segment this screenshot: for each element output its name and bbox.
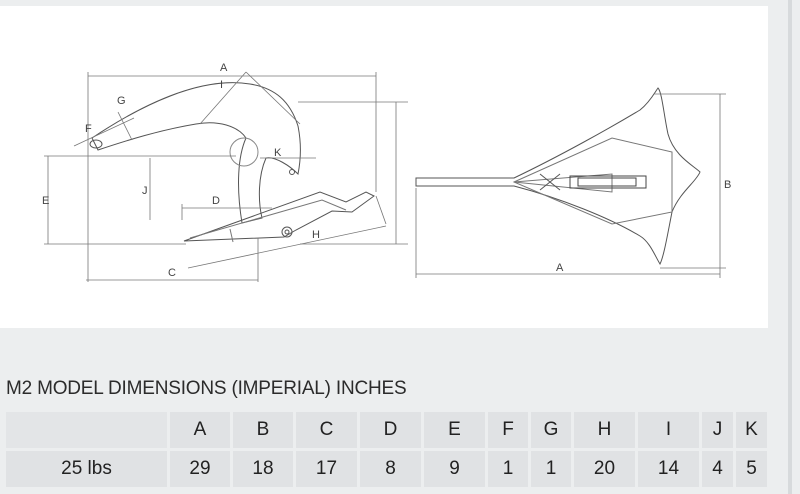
drawing-panel: A I G F K J E D H C A B bbox=[0, 6, 768, 328]
table-header-row: A B C D E F G H I J K bbox=[6, 412, 767, 448]
cell-J: 4 bbox=[702, 451, 733, 487]
label-I: I bbox=[220, 79, 223, 91]
header-cell-C: C bbox=[296, 412, 357, 448]
row-model-weight: 25 lbs bbox=[6, 451, 167, 487]
shank-hole bbox=[89, 139, 103, 149]
label-G: G bbox=[117, 95, 126, 107]
label-F: F bbox=[85, 123, 92, 135]
dimensions-table: A B C D E F G H I J K 25 lbs 29 18 17 8 … bbox=[3, 409, 770, 490]
header-cell-empty bbox=[6, 412, 167, 448]
label-A: A bbox=[220, 62, 228, 74]
label-K: K bbox=[274, 147, 282, 159]
dimensions-title: M2 MODEL DIMENSIONS (IMPERIAL) INCHES bbox=[6, 378, 407, 399]
anchor-fluke bbox=[183, 191, 375, 242]
header-cell-H: H bbox=[574, 412, 635, 448]
header-cell-F: F bbox=[488, 412, 528, 448]
label-top-A: A bbox=[556, 262, 564, 274]
anchor-technical-drawing: A I G F K J E D H C A B bbox=[42, 62, 731, 282]
header-cell-G: G bbox=[531, 412, 571, 448]
label-E: E bbox=[42, 195, 49, 207]
label-D: D bbox=[212, 195, 220, 207]
cell-B: 18 bbox=[233, 451, 293, 487]
cell-D: 8 bbox=[360, 451, 421, 487]
anchor-top-view bbox=[415, 87, 701, 266]
table-row: 25 lbs 29 18 17 8 9 1 1 20 14 4 5 bbox=[6, 451, 767, 487]
header-cell-J: J bbox=[702, 412, 733, 448]
label-C: C bbox=[168, 267, 176, 279]
label-top-B: B bbox=[724, 179, 731, 191]
header-cell-B: B bbox=[233, 412, 293, 448]
cell-I: 14 bbox=[638, 451, 699, 487]
header-cell-D: D bbox=[360, 412, 421, 448]
header-cell-K: K bbox=[736, 412, 767, 448]
cell-F: 1 bbox=[488, 451, 528, 487]
label-H: H bbox=[312, 229, 320, 241]
cell-G: 1 bbox=[531, 451, 571, 487]
label-J: J bbox=[142, 185, 148, 197]
page-scrollbar[interactable] bbox=[788, 0, 792, 494]
cell-E: 9 bbox=[424, 451, 485, 487]
cell-H: 20 bbox=[574, 451, 635, 487]
cell-C: 17 bbox=[296, 451, 357, 487]
header-cell-A: A bbox=[170, 412, 230, 448]
cell-K: 5 bbox=[736, 451, 767, 487]
cell-A: 29 bbox=[170, 451, 230, 487]
header-cell-I: I bbox=[638, 412, 699, 448]
header-cell-E: E bbox=[424, 412, 485, 448]
